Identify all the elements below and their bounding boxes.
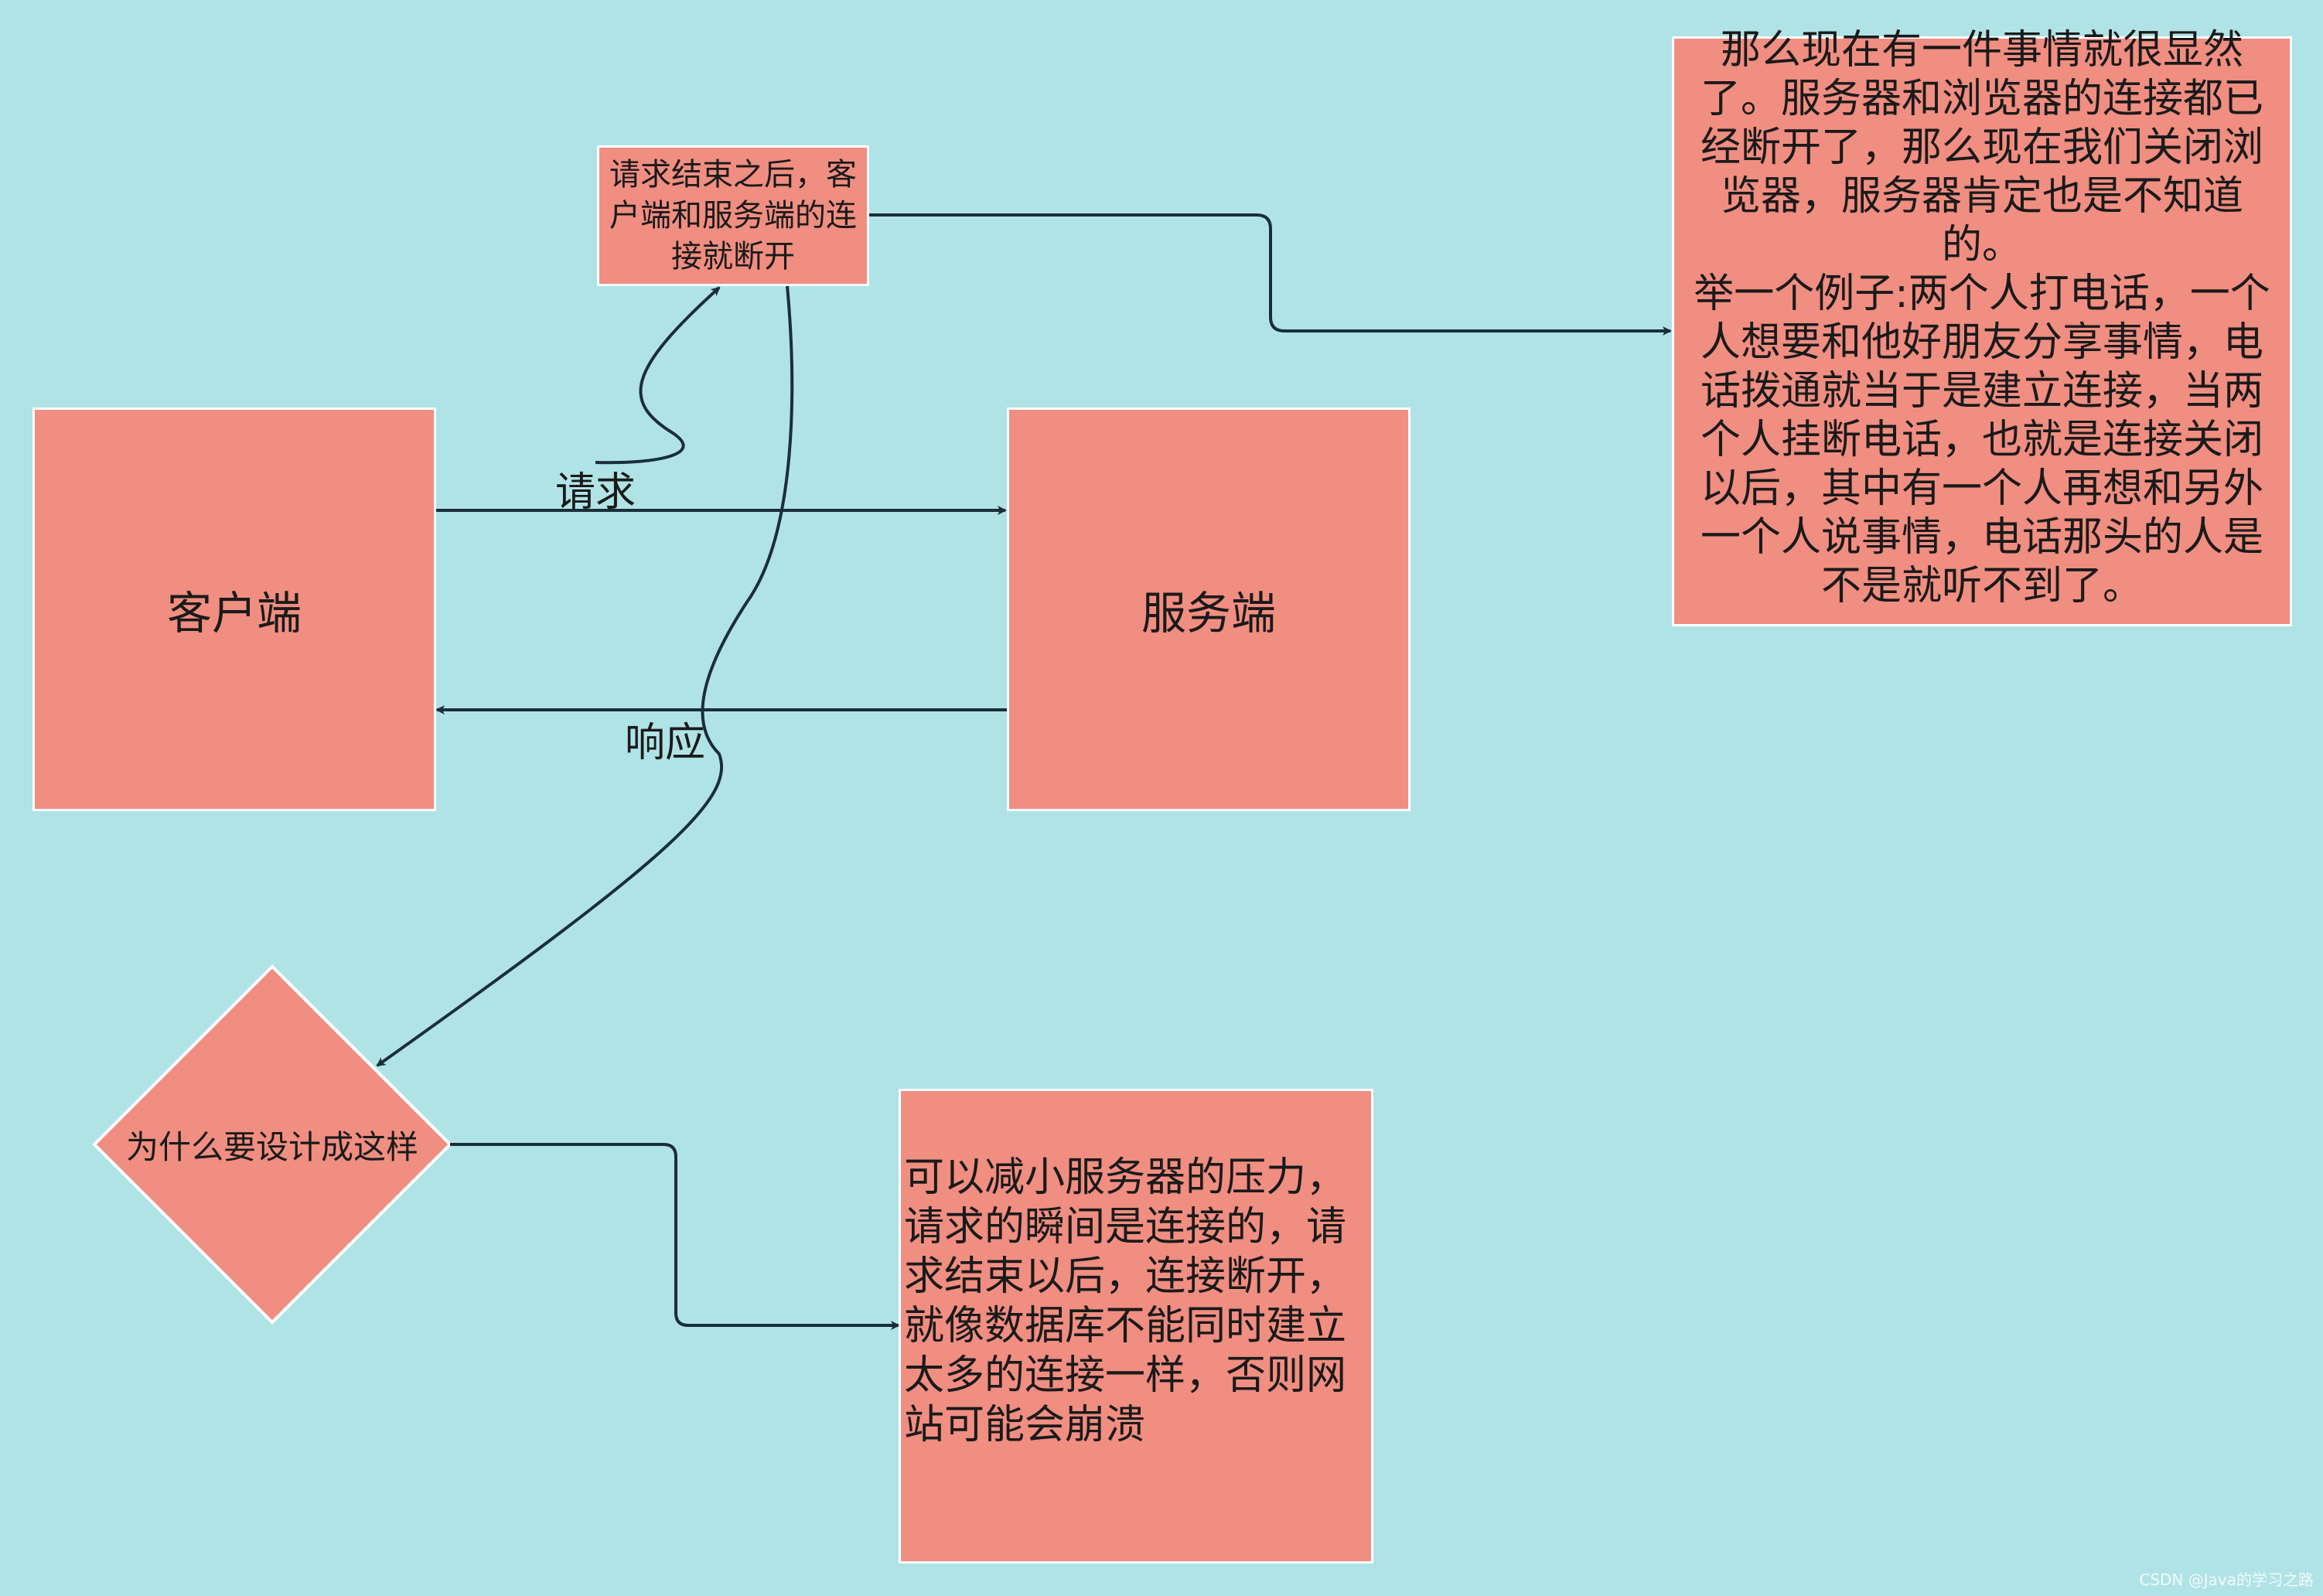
decision-diamond[interactable] xyxy=(92,964,452,1325)
reason-node[interactable]: 可以减小服务器的压力，请求的瞬间是连接的，请求结束以后，连接断开，就像数据库不能… xyxy=(899,1089,1373,1564)
note-to-decision-arrow xyxy=(376,285,794,1067)
curly-arrow-to-note xyxy=(595,286,721,465)
request-label: 请求 xyxy=(555,469,636,516)
reason-text: 可以减小服务器的压力，请求的瞬间是连接的，请求结束以后，连接断开，就像数据库不能… xyxy=(904,1154,1347,1448)
disconnect-note-node[interactable]: 请求结束之后，客户端和服务端的连接就断开 xyxy=(597,145,869,286)
decision-label: 为什么要设计成这样 xyxy=(125,1127,418,1166)
story-node[interactable]: 那么现在有一件事情就很显然了。服务器和浏览器的连接都已经断开了，那么现在我们关闭… xyxy=(1672,27,2292,626)
client-node[interactable]: 客户端 xyxy=(32,408,436,811)
client-label: 客户端 xyxy=(166,587,302,639)
server-node[interactable]: 服务端 xyxy=(1007,408,1411,811)
server-label: 服务端 xyxy=(1141,587,1276,639)
disconnect-note-text: 请求结束之后，客户端和服务端的连接就断开 xyxy=(609,156,857,275)
watermark: CSDN @Java的学习之路 xyxy=(2139,1570,2314,1589)
decision-to-reason-arrow xyxy=(450,1143,900,1330)
story-text: 那么现在有一件事情就很显然了。服务器和浏览器的连接都已经断开了，那么现在我们关闭… xyxy=(1694,27,2270,609)
note-to-story-arrow xyxy=(869,213,1672,336)
response-label: 响应 xyxy=(625,720,706,766)
